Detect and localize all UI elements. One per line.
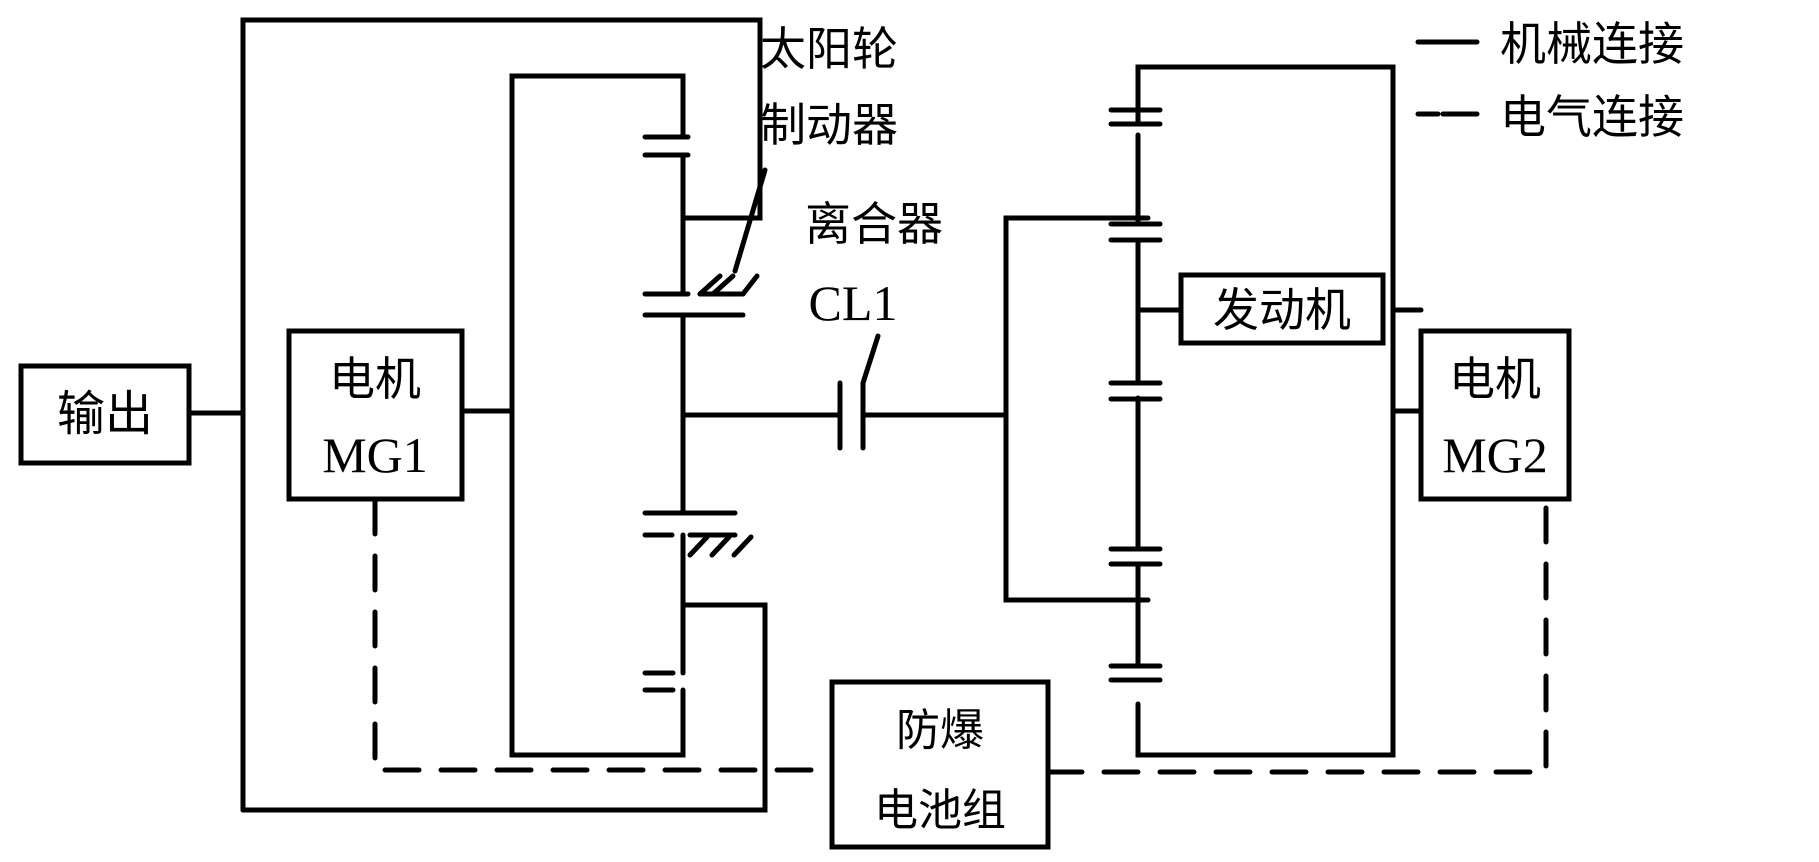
legend-electrical-label: 电气连接 [1500, 90, 1684, 144]
outer-shaft-loop [240, 17, 763, 813]
mg1-label-cn: 电机 [329, 352, 421, 406]
mg2-box [1418, 328, 1572, 502]
battery-mg2-electrical [1045, 497, 1549, 775]
battery-box [829, 679, 1051, 850]
mg2-label-id: MG2 [1442, 427, 1548, 483]
sun-brake-label-2: 制动器 [760, 98, 898, 152]
mg1-battery-electrical [372, 497, 835, 773]
outer-shaft-bottom [240, 602, 768, 813]
clutch-label-1: 离合器 [805, 197, 943, 251]
sun-brake-ground-icon [697, 167, 768, 297]
inner-frame-top [509, 73, 686, 414]
battery-label-2: 电池组 [874, 785, 1006, 836]
sun-brake-label-1: 太阳轮 [760, 22, 898, 76]
output-label: 输出 [57, 386, 153, 442]
inner-frame-bottom [509, 408, 686, 758]
lower-ground-icon [687, 532, 754, 558]
engine-label: 发动机 [1213, 283, 1351, 337]
clutch-label-2: CL1 [809, 275, 898, 331]
legend-mechanical-label: 机械连接 [1500, 17, 1684, 71]
mg2-label-cn: 电机 [1449, 352, 1541, 406]
right-connector-frame [1003, 215, 1151, 603]
battery-label-1: 防爆 [896, 705, 984, 756]
engine-frame [1135, 64, 1396, 758]
clutch-leader [860, 333, 881, 386]
mg1-label-id: MG1 [322, 427, 428, 483]
